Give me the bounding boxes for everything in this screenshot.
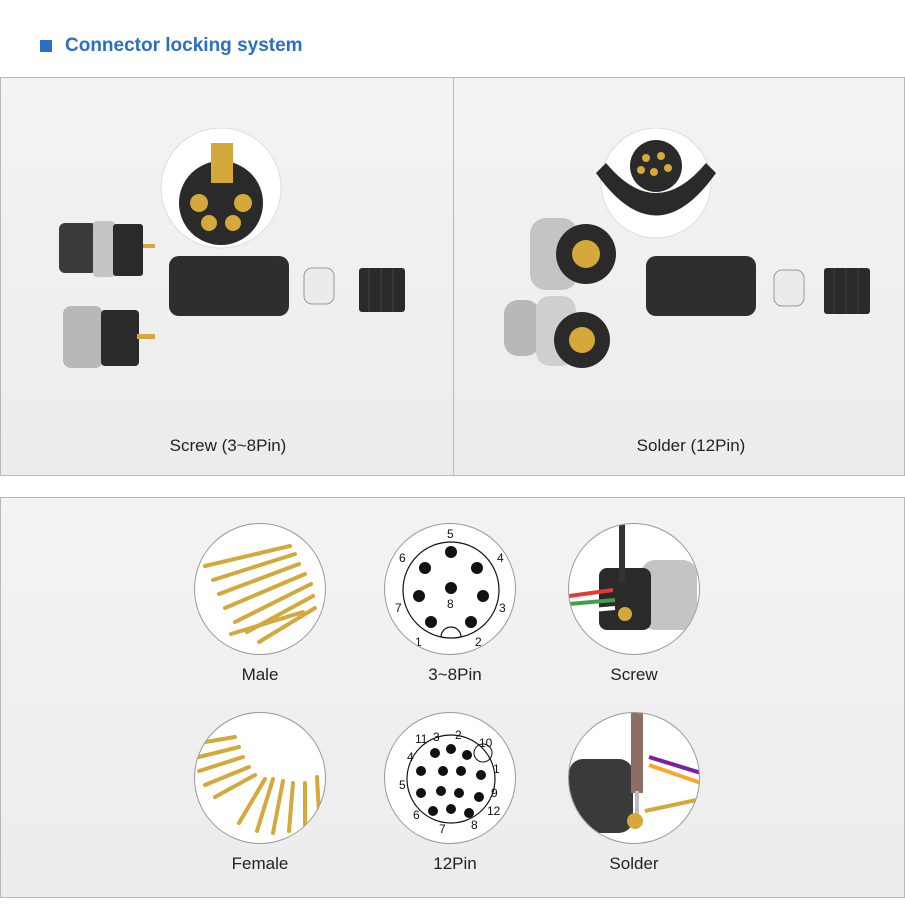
pin-options-panel: Male 5 6 4 7 8 3 1 2 3~8Pin: [0, 497, 905, 898]
svg-text:3: 3: [433, 730, 440, 744]
svg-text:5: 5: [399, 778, 406, 792]
svg-text:7: 7: [395, 601, 402, 615]
female-label: Female: [231, 854, 289, 873]
panel-divider: [453, 78, 454, 475]
solder-terminal-image: [568, 712, 700, 844]
screw-connector-image: [59, 128, 405, 368]
screw-terminal-image: [568, 523, 700, 655]
svg-text:9: 9: [491, 786, 498, 800]
connector-photo-panel: Screw (3~8Pin) Solder (12Pin): [0, 77, 905, 476]
svg-text:1: 1: [493, 762, 500, 776]
solder-connector-image: [504, 128, 870, 368]
svg-text:10: 10: [479, 736, 493, 750]
svg-text:7: 7: [439, 822, 446, 836]
svg-text:1: 1: [415, 635, 422, 649]
section-header: Connector locking system: [40, 34, 303, 58]
svg-text:4: 4: [497, 551, 504, 565]
male-label: Male: [241, 665, 279, 684]
header-square-icon: [40, 40, 52, 52]
svg-text:6: 6: [413, 808, 420, 822]
solder-label: Solder: [609, 854, 659, 873]
screw-caption: Screw (3~8Pin): [169, 436, 287, 455]
svg-text:3: 3: [499, 601, 506, 615]
screw-label: Screw: [610, 665, 658, 684]
svg-text:6: 6: [399, 551, 406, 565]
section-title: Connector locking system: [65, 35, 303, 56]
male-pins-image: [194, 523, 326, 655]
svg-text:8: 8: [471, 818, 478, 832]
female-pins-image: [194, 712, 326, 844]
solder-caption: Solder (12Pin): [636, 436, 746, 455]
svg-text:12: 12: [487, 804, 501, 818]
pin12-diagram: 11 3 2 10 4 1 5 9 6 12 7 8: [384, 712, 516, 844]
svg-text:11: 11: [415, 732, 428, 746]
svg-text:5: 5: [447, 527, 454, 541]
svg-text:8: 8: [447, 597, 454, 611]
svg-text:4: 4: [407, 750, 414, 764]
pin12-label: 12Pin: [433, 854, 477, 873]
pin8-label: 3~8Pin: [428, 665, 482, 684]
svg-text:2: 2: [455, 728, 462, 742]
pin8-diagram: 5 6 4 7 8 3 1 2: [384, 523, 516, 655]
svg-text:2: 2: [475, 635, 482, 649]
